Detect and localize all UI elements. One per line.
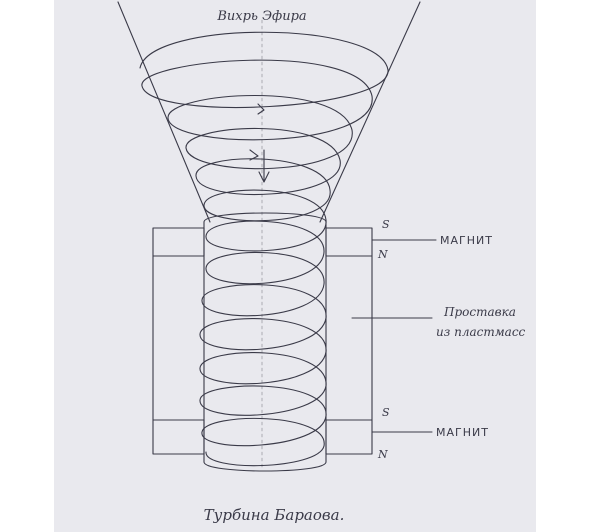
flow-arrow-upper bbox=[257, 103, 265, 115]
pole-s-top: S bbox=[382, 218, 390, 231]
flow-arrow-middle bbox=[249, 149, 259, 161]
pole-n-top: N bbox=[377, 248, 388, 261]
magnet-bottom bbox=[152, 419, 373, 455]
spacer-frame bbox=[152, 255, 373, 421]
turbine-cylinder bbox=[203, 212, 327, 472]
paper-sheet bbox=[54, 0, 536, 532]
funnel-left-line bbox=[117, 1, 211, 223]
flow-arrow-down bbox=[258, 149, 270, 183]
vortex-spiral bbox=[139, 31, 389, 467]
label-magnet-top: МАГНИТ bbox=[440, 234, 493, 247]
funnel-right-line bbox=[319, 1, 421, 223]
pole-n-bottom: N bbox=[377, 448, 388, 461]
diagram-title: Вихрь Эфира bbox=[216, 9, 306, 24]
label-spacer-line2: из пластмасс bbox=[436, 325, 526, 339]
magnet-top bbox=[152, 227, 373, 257]
label-spacer-line1: Проставка bbox=[443, 305, 516, 319]
label-magnet-bottom: МАГНИТ bbox=[436, 426, 489, 439]
pole-s-bottom: S bbox=[382, 406, 390, 419]
diagram-caption: Турбина Бараова. bbox=[204, 506, 345, 524]
